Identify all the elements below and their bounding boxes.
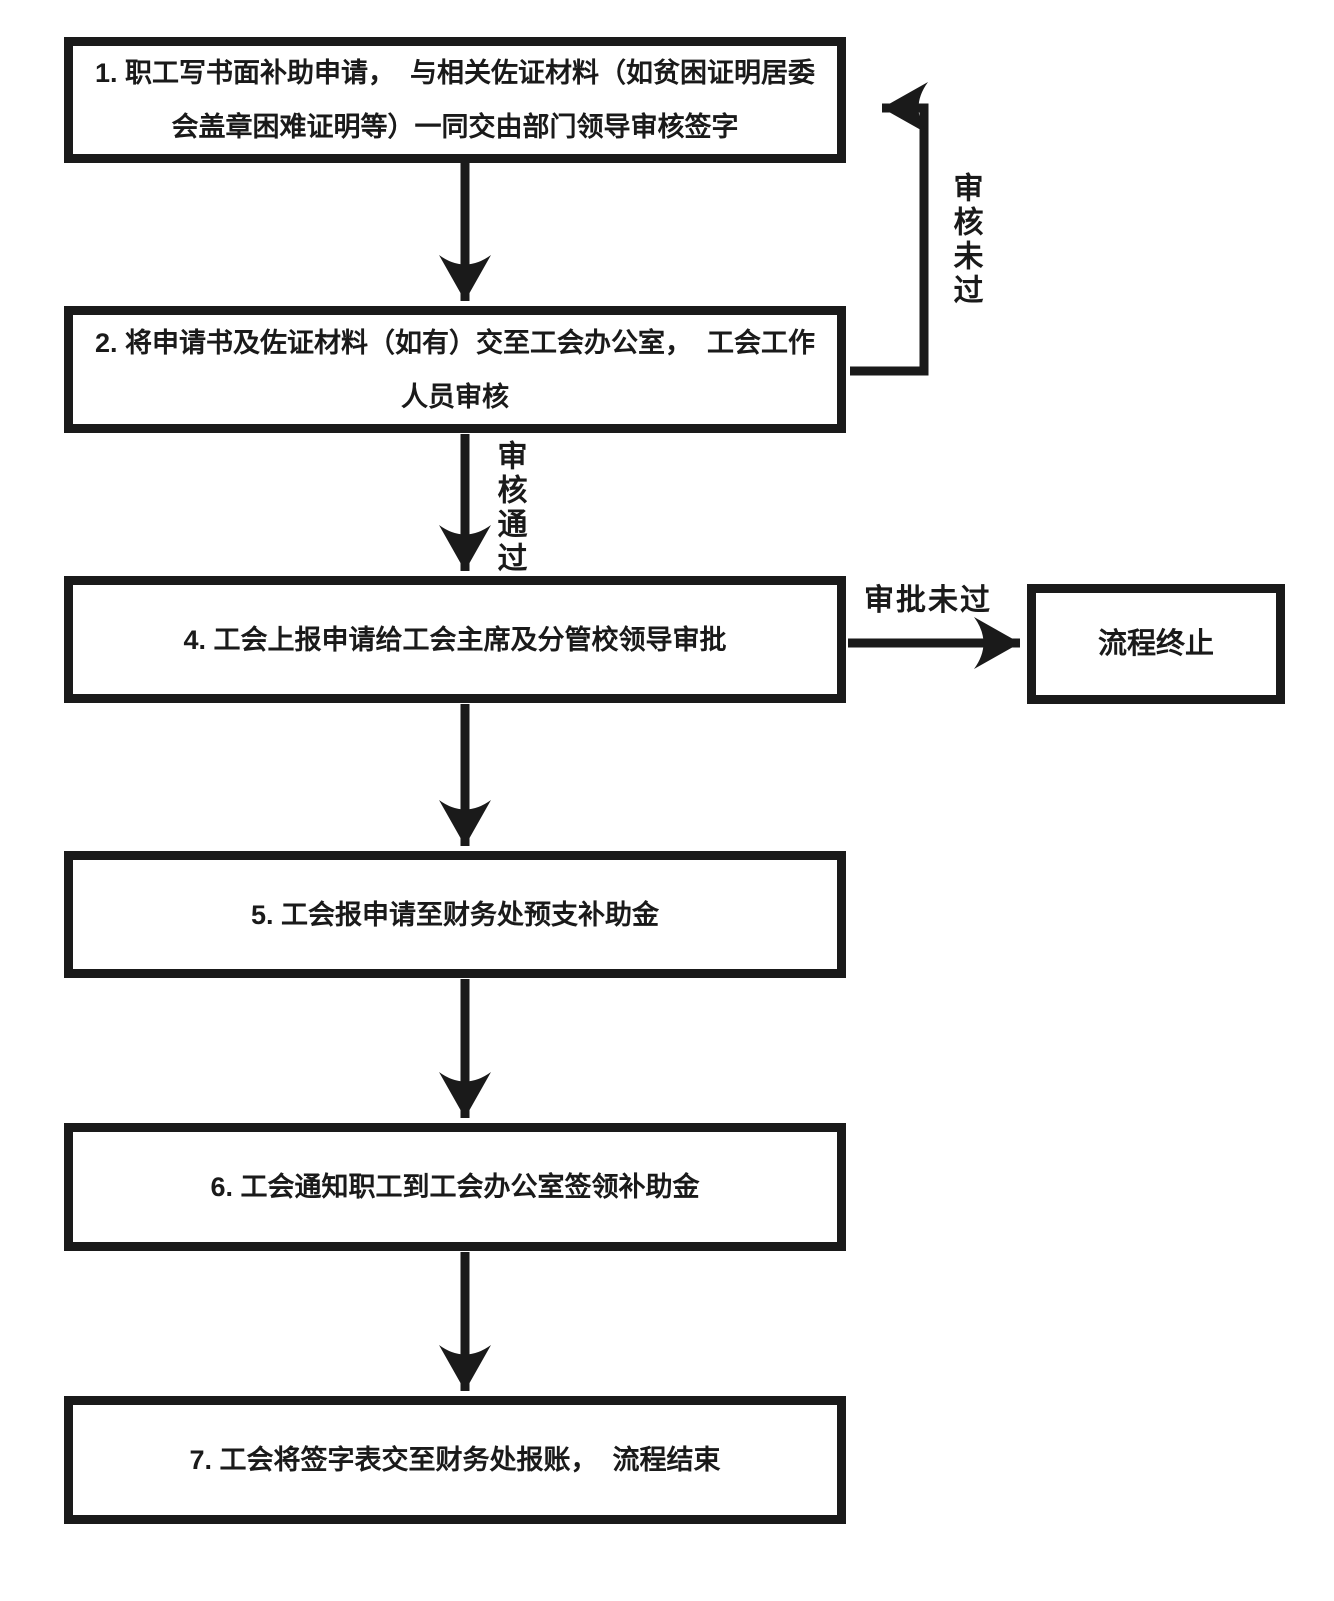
flow-node-step5: 5. 工会报申请至财务处预支补助金 xyxy=(64,851,846,978)
flow-node-step2-label: 2. 将申请书及佐证材料（如有）交至工会办公室， 工会工作 人员审核 xyxy=(94,327,816,412)
arrow-step2-step1-feedback xyxy=(850,82,929,376)
flow-node-step1: 1. 职工写书面补助申请， 与相关佐证材料（如贫困证明居委 会盖章困难证明等）一… xyxy=(64,37,846,163)
flow-node-step2: 2. 将申请书及佐证材料（如有）交至工会办公室， 工会工作 人员审核 xyxy=(64,306,846,433)
edge-label-review-passed: 审核通过 xyxy=(492,440,526,576)
flow-node-step4: 4. 工会上报申请给工会主席及分管校领导审批 xyxy=(64,576,846,703)
flow-node-step6: 6. 工会通知职工到工会办公室签领补助金 xyxy=(64,1123,846,1251)
flow-node-step5-label: 5. 工会报申请至财务处预支补助金 xyxy=(250,899,660,930)
edge-label-approval-failed: 审批未过 xyxy=(864,584,992,617)
flow-node-terminate: 流程终止 xyxy=(1027,584,1285,704)
flow-node-step7: 7. 工会将签字表交至财务处报账， 流程结束 xyxy=(64,1396,846,1524)
flow-node-terminate-label: 流程终止 xyxy=(1097,628,1214,660)
edge-label-review-failed: 审核未过 xyxy=(948,172,982,308)
flow-node-step4-label: 4. 工会上报申请给工会主席及分管校领导审批 xyxy=(183,624,727,655)
flow-node-step7-label: 7. 工会将签字表交至财务处报账， 流程结束 xyxy=(189,1445,721,1475)
flow-node-step6-label: 6. 工会通知职工到工会办公室签领补助金 xyxy=(210,1172,700,1202)
flow-node-step1-label: 1. 职工写书面补助申请， 与相关佐证材料（如贫困证明居委 会盖章困难证明等）一… xyxy=(94,58,816,142)
